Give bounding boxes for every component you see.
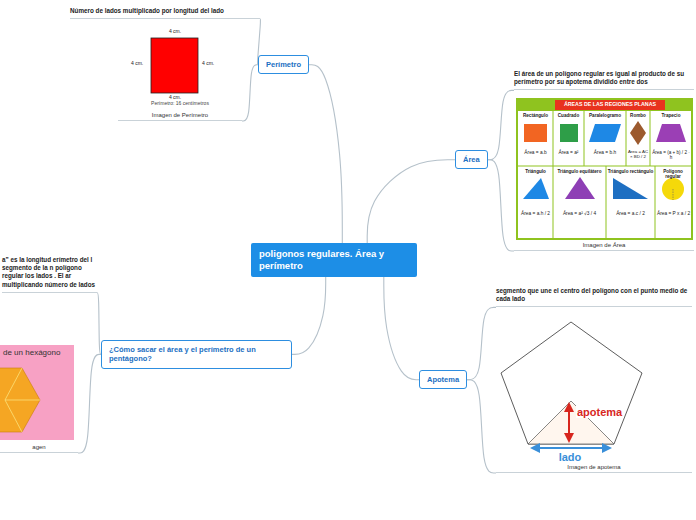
image-text: Triángulo xyxy=(518,169,553,174)
node-text: segmento que une el centro del polígono … xyxy=(496,287,692,303)
image-node: Imagen de apotema xyxy=(496,312,692,473)
node-text: Perímetro xyxy=(266,60,301,69)
figure-label: lado xyxy=(555,451,585,463)
image-text: ÁREAS DE LAS REGIONES PLANAS xyxy=(555,102,665,108)
image-text: 4 cm. xyxy=(160,95,190,101)
node-text: poligonos regulares. Área y perímetro xyxy=(259,248,409,272)
branch-connector xyxy=(488,90,514,159)
figure-label: apotema xyxy=(576,406,624,418)
node-text: a” es la longitud erímetro del l segment… xyxy=(2,256,97,289)
subtopic-text: a” es la longitud erímetro del l segment… xyxy=(2,256,97,293)
image-text: 4 cm. xyxy=(160,29,190,35)
image-text: Rombo xyxy=(626,113,650,118)
branch-connector xyxy=(292,277,326,355)
pentagon xyxy=(501,322,642,444)
image-text: Área = a² √3 / 4 xyxy=(554,211,605,216)
node-text: agen xyxy=(32,444,45,452)
subtopic-text: segmento que une el centro del polígono … xyxy=(496,287,692,307)
image-text: Polígono regular xyxy=(655,169,691,179)
equilateral-shape xyxy=(565,177,595,199)
perimeter-image xyxy=(130,27,230,109)
hexagon-image xyxy=(0,345,74,440)
image-text: Triángulo rectángulo xyxy=(606,169,655,174)
hexagon xyxy=(0,368,40,432)
apotema-image xyxy=(498,314,692,462)
image-text: Área = a² xyxy=(554,150,583,155)
image-text: Triángulo equilátero xyxy=(553,169,606,174)
subtopic-text: Número de lados multiplicado por longitu… xyxy=(70,7,260,19)
node-text: Imagen de Perímetro xyxy=(152,112,208,120)
parallelogram-shape xyxy=(589,124,621,142)
branch-connector xyxy=(78,354,101,453)
main-topic: Área xyxy=(455,150,488,169)
main-topic: Apotema xyxy=(419,370,467,389)
node-text: ¿Cómo sacar el área y el perímetro de un… xyxy=(109,345,284,364)
red-square xyxy=(151,38,198,93)
image-node: Imagen de Perímetro xyxy=(118,26,242,121)
image-text: Rectángulo xyxy=(518,113,553,118)
branch-connector xyxy=(488,160,514,251)
main-topic: Perímetro xyxy=(258,55,309,74)
node-text: Número de lados multiplicado por longitu… xyxy=(70,7,260,15)
image-text: Área = AC × BD / 2 xyxy=(627,150,649,160)
image-text: 4 cm. xyxy=(202,61,220,67)
image-text: Área = a.b xyxy=(519,150,552,155)
triangle-shape xyxy=(523,178,549,199)
image-text: Área = b.h xyxy=(585,150,625,155)
branch-connector xyxy=(242,65,258,121)
image-text: Paralelogramo xyxy=(584,113,626,118)
image-node: agen xyxy=(0,343,78,453)
side-arrow xyxy=(532,447,610,449)
image-text: de un hexágono xyxy=(3,349,73,358)
image-text: Área = (a + b) / 2 · h xyxy=(651,150,691,160)
rectangle-shape xyxy=(524,124,547,142)
regular-polygon-shape xyxy=(662,178,684,200)
node-text: El área de un polígono regular es igual … xyxy=(514,70,694,86)
branch-connector xyxy=(467,380,496,473)
branch-connector xyxy=(467,307,496,379)
node-text: Área xyxy=(463,155,480,164)
table-header xyxy=(555,100,665,110)
subtopic-text: El área de un polígono regular es igual … xyxy=(514,70,694,90)
trapezoid-shape xyxy=(656,124,686,142)
image-text: 4 cm. xyxy=(131,61,149,67)
branch-connector xyxy=(367,160,455,243)
branch-connector xyxy=(384,277,419,380)
branch-connector xyxy=(309,65,342,243)
image-text: Perímetro: 16 centímetros xyxy=(130,101,230,107)
image-text: Área = P x a / 2 xyxy=(656,211,691,216)
image-text: Cuadrado xyxy=(553,113,584,118)
node-text: Apotema xyxy=(427,375,459,384)
area-table xyxy=(516,98,693,240)
apotema-arrow xyxy=(568,404,570,441)
image-text: Área = a.c / 2 xyxy=(607,211,654,216)
node-text: Imagen de Área xyxy=(583,242,626,250)
central-topic: poligonos regulares. Área y perímetro xyxy=(251,243,417,277)
image-text: Trapecio xyxy=(650,113,692,118)
node-text: Imagen de apotema xyxy=(567,464,620,472)
image-text: Área = a.h / 2 xyxy=(519,211,552,216)
right-triangle-shape xyxy=(613,178,648,199)
square-shape xyxy=(560,124,578,142)
rhombus-shape xyxy=(630,121,646,145)
main-topic: ¿Cómo sacar el área y el perímetro de un… xyxy=(101,340,292,369)
